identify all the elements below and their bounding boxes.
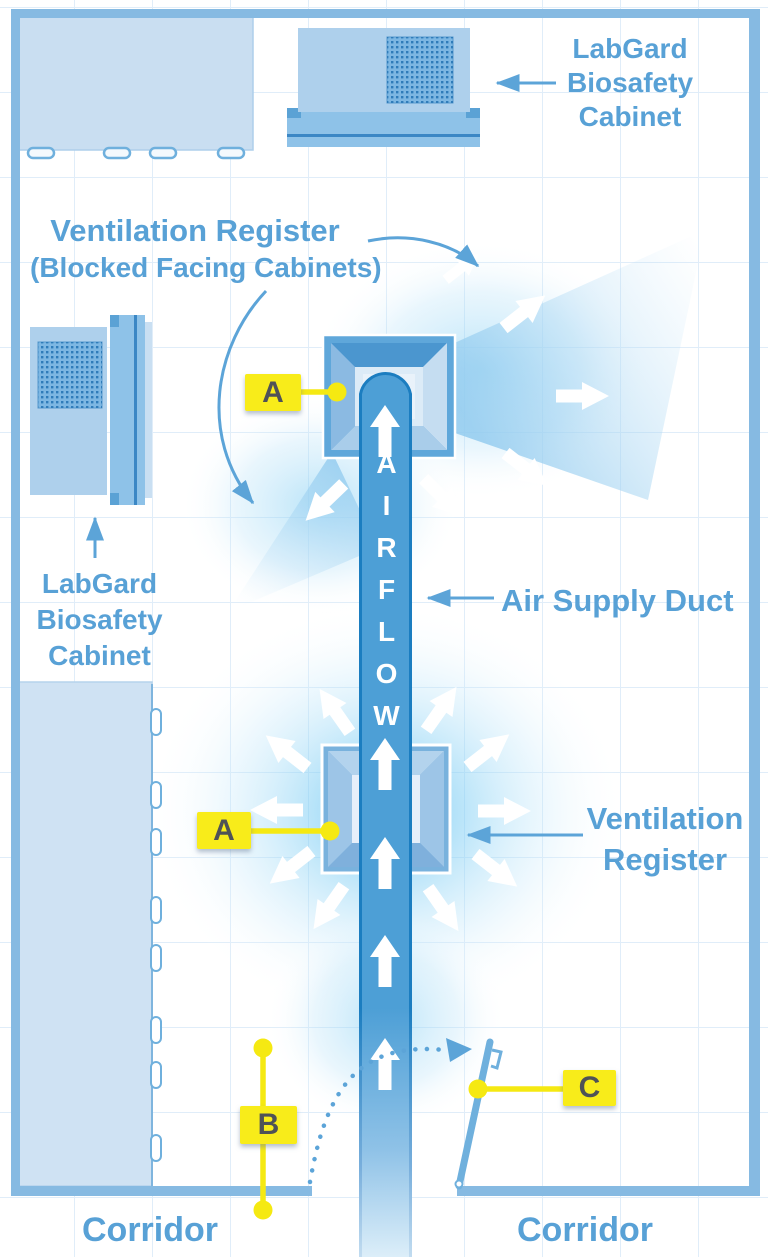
label-line: Ventilation Register	[50, 213, 340, 248]
callout-b: B	[240, 1106, 297, 1144]
curved-arrow-right	[367, 236, 480, 268]
biosafety-cabinet-left	[30, 315, 152, 505]
label-labgard-cabinet-top: LabGard Biosafety Cabinet	[545, 32, 715, 134]
wall-right	[749, 9, 760, 1196]
cabinet-grille	[38, 342, 102, 408]
callout-a-middle: A	[197, 812, 251, 849]
label-line: Register	[602, 842, 728, 877]
label-airflow: AIRFLOW	[371, 447, 402, 742]
curved-arrow-left	[217, 289, 268, 505]
label-ventilation-register-blocked: Ventilation Register (Blocked Facing Cab…	[30, 212, 382, 285]
door-airflow-path	[307, 1038, 472, 1185]
biosafety-cabinet-top	[287, 28, 480, 147]
door-handle	[490, 1048, 503, 1070]
annotation-arrows	[86, 74, 583, 844]
wall-bottom-right-segment	[457, 1186, 760, 1196]
callout-a-top: A	[245, 374, 301, 411]
callout-dots	[253, 382, 488, 1220]
label-air-supply-duct: Air Supply Duct	[501, 583, 734, 618]
label-line: Biosafety	[36, 604, 163, 635]
dashed-arrowhead	[446, 1038, 472, 1062]
label-line: Cabinet	[48, 640, 151, 671]
wall-left	[11, 9, 20, 1196]
door-hinge	[454, 1179, 464, 1189]
label-corridor-right: Corridor	[517, 1211, 653, 1249]
label-line: Cabinet	[578, 101, 682, 132]
label-line: LabGard	[572, 33, 688, 64]
label-line: Ventilation	[586, 801, 744, 836]
bench-top-left	[18, 16, 254, 160]
cabinet-grille	[387, 37, 453, 103]
wall-top	[11, 9, 760, 18]
label-line: Biosafety	[566, 67, 694, 98]
bench-left-lower	[18, 681, 162, 1187]
label-labgard-cabinet-left: LabGard Biosafety Cabinet	[22, 566, 177, 674]
callout-c: C	[563, 1070, 616, 1106]
door	[454, 1038, 503, 1190]
room-walls	[11, 9, 760, 1196]
label-corridor-left: Corridor	[82, 1211, 218, 1249]
label-line: (Blocked Facing Cabinets)	[30, 252, 382, 284]
label-line: LabGard	[41, 568, 158, 599]
air-supply-duct	[359, 372, 412, 1257]
spray-cone-upper-right	[450, 230, 705, 500]
wall-bottom-left-segment	[11, 1186, 312, 1196]
label-ventilation-register-right: Ventilation Register	[575, 798, 755, 880]
